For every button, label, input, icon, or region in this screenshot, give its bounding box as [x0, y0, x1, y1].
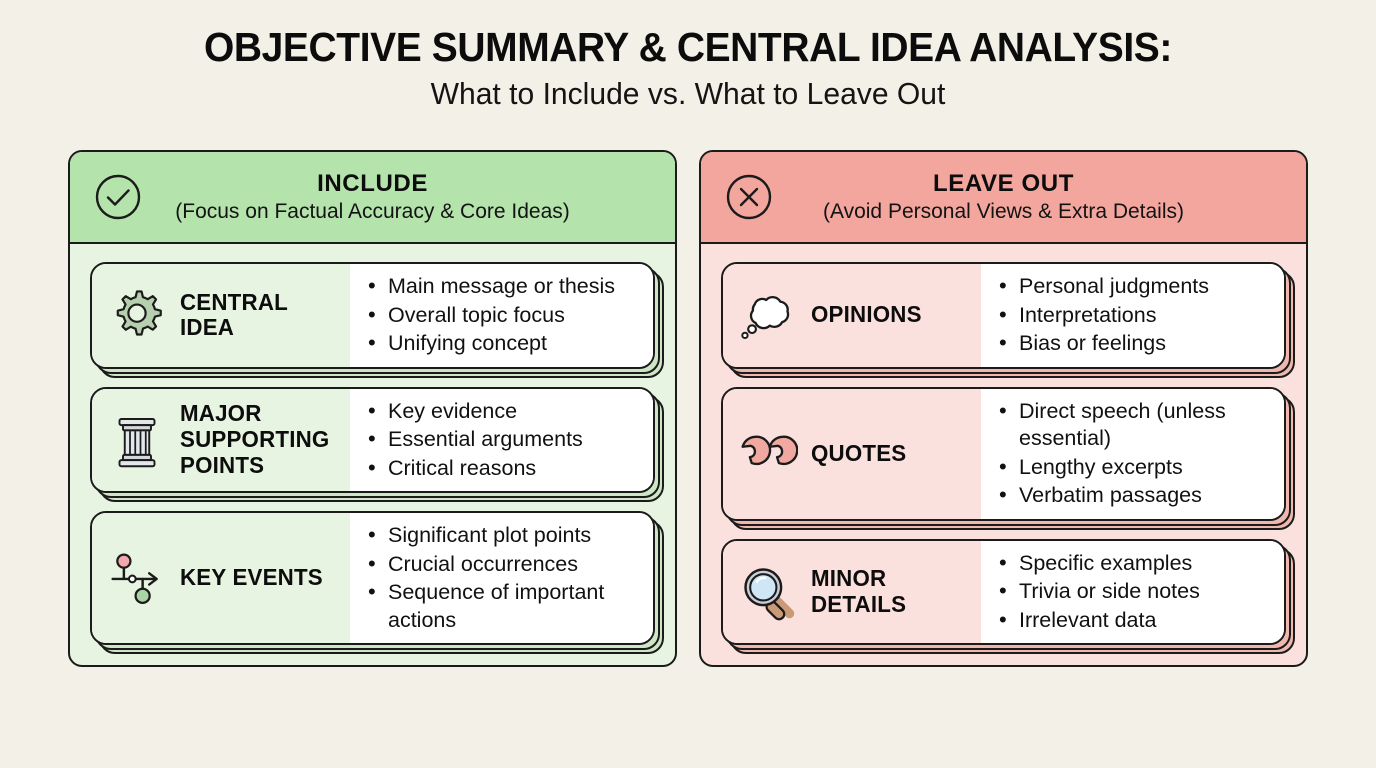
card-right-central-idea: Main message or thesis Overall topic foc…: [350, 264, 653, 367]
list-item: Bias or feelings: [997, 329, 1270, 358]
list-item: Key evidence: [366, 397, 639, 426]
card-right-minor-details: Specific examples Trivia or side notes I…: [981, 540, 1284, 644]
column-pillar-icon: [106, 409, 168, 471]
list-item: Critical reasons: [366, 454, 639, 483]
leaveout-column: LEAVE OUT (Avoid Personal Views & Extra …: [699, 150, 1308, 668]
bullet-list-central-idea: Main message or thesis Overall topic foc…: [366, 272, 639, 359]
card-right-key-events: Significant plot points Crucial occurren…: [350, 513, 653, 644]
quote-marks-icon: [737, 423, 799, 485]
card-left-key-events: KEY EVENTS: [92, 513, 350, 644]
list-item: Sequence of important actions: [366, 578, 639, 634]
leaveout-header-text: LEAVE OUT (Avoid Personal Views & Extra …: [767, 171, 1240, 222]
list-item: Trivia or side notes: [997, 577, 1270, 606]
card-left-minor-details: MINOR DETAILS: [723, 540, 981, 644]
leaveout-subtitle: (Avoid Personal Views & Extra Details): [822, 199, 1185, 223]
card-major-supporting-points[interactable]: MAJOR SUPPORTING POINTS Key evidence Ess…: [90, 386, 664, 503]
card-label-key-events: KEY EVENTS: [180, 564, 323, 591]
card-left-quotes: QUOTES: [723, 388, 981, 519]
card-left-central-idea: CENTRAL IDEA: [92, 264, 350, 367]
bullet-list-key-events: Significant plot points Crucial occurren…: [366, 521, 639, 635]
card-opinions[interactable]: OPINIONS Personal judgments Interpretati…: [721, 262, 1295, 378]
list-item: Essential arguments: [366, 425, 639, 454]
list-item: Specific examples: [997, 549, 1270, 578]
card-central-idea[interactable]: CENTRAL IDEA Main message or thesis Over…: [90, 262, 664, 378]
list-item: Interpretations: [997, 301, 1270, 330]
list-item: Significant plot points: [366, 521, 639, 550]
bullet-list-opinions: Personal judgments Interpretations Bias …: [997, 272, 1270, 359]
title-block: OBJECTIVE SUMMARY & CENTRAL IDEA ANALYSI…: [0, 0, 1376, 112]
include-cards: CENTRAL IDEA Main message or thesis Over…: [70, 244, 675, 665]
page-title: OBJECTIVE SUMMARY & CENTRAL IDEA ANALYSI…: [203, 24, 1172, 70]
card-label-central-idea: CENTRAL IDEA: [180, 288, 288, 341]
card-key-events[interactable]: KEY EVENTS Significant plot points Cruci…: [90, 511, 664, 655]
bullet-list-major-supporting-points: Key evidence Essential arguments Critica…: [366, 397, 639, 484]
include-subtitle: (Focus on Factual Accuracy & Core Ideas): [175, 199, 570, 223]
list-item: Direct speech (unless essential): [997, 397, 1270, 453]
bullet-list-minor-details: Specific examples Trivia or side notes I…: [997, 549, 1270, 636]
card-right-quotes: Direct speech (unless essential) Lengthy…: [981, 388, 1284, 519]
timeline-events-icon: [106, 547, 168, 609]
card-label-major-supporting-points: MAJOR SUPPORTING POINTS: [180, 400, 330, 478]
include-title: INCLUDE: [317, 170, 428, 198]
card-right-opinions: Personal judgments Interpretations Bias …: [981, 264, 1284, 367]
list-item: Overall topic focus: [366, 301, 639, 330]
list-item: Personal judgments: [997, 272, 1270, 301]
list-item: Crucial occurrences: [366, 550, 639, 579]
leaveout-cards: OPINIONS Personal judgments Interpretati…: [701, 244, 1306, 665]
check-circle-icon: [94, 173, 142, 221]
page-subtitle: What to Include vs. What to Leave Out: [430, 76, 946, 112]
card-quotes[interactable]: QUOTES Direct speech (unless essential) …: [721, 386, 1295, 530]
card-minor-details[interactable]: MINOR DETAILS Specific examples Trivia o…: [721, 538, 1295, 655]
comparison-columns: INCLUDE (Focus on Factual Accuracy & Cor…: [68, 150, 1308, 668]
list-item: Irrelevant data: [997, 606, 1270, 635]
include-column: INCLUDE (Focus on Factual Accuracy & Cor…: [68, 150, 677, 668]
list-item: Main message or thesis: [366, 272, 639, 301]
gear-icon: [106, 284, 168, 346]
card-label-opinions: OPINIONS: [811, 301, 922, 328]
card-left-major-supporting-points: MAJOR SUPPORTING POINTS: [92, 388, 350, 492]
thought-cloud-icon: [737, 284, 799, 346]
magnifying-glass-icon: [737, 561, 799, 623]
list-item: Lengthy excerpts: [997, 453, 1270, 482]
include-column-header: INCLUDE (Focus on Factual Accuracy & Cor…: [70, 152, 675, 244]
card-label-minor-details: MINOR DETAILS: [811, 565, 907, 617]
card-right-major-supporting-points: Key evidence Essential arguments Critica…: [350, 388, 653, 492]
list-item: Verbatim passages: [997, 481, 1270, 510]
leaveout-title: LEAVE OUT: [933, 170, 1074, 198]
leaveout-column-header: LEAVE OUT (Avoid Personal Views & Extra …: [701, 152, 1306, 244]
include-header-text: INCLUDE (Focus on Factual Accuracy & Cor…: [119, 171, 626, 222]
list-item: Unifying concept: [366, 329, 639, 358]
x-circle-icon: [725, 173, 773, 221]
card-label-quotes: QUOTES: [811, 439, 907, 466]
card-left-opinions: OPINIONS: [723, 264, 981, 367]
bullet-list-quotes: Direct speech (unless essential) Lengthy…: [997, 397, 1270, 511]
